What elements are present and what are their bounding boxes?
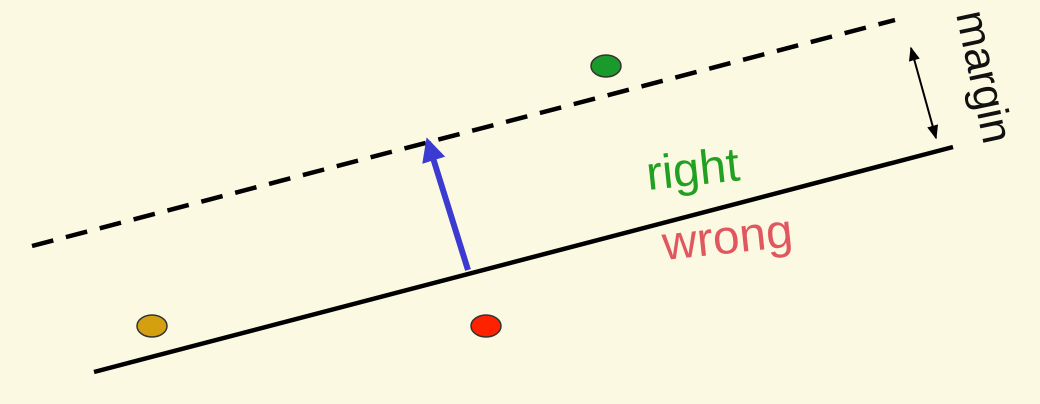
right-label: right — [644, 138, 742, 200]
red-point — [470, 314, 502, 338]
green-point — [590, 54, 622, 78]
margin-indicator-arrow — [908, 46, 939, 140]
margin-boundary-line — [31, 17, 896, 249]
normal-vector-arrow — [422, 137, 471, 271]
orange-point — [136, 314, 168, 338]
decision-boundary-line — [93, 144, 954, 375]
